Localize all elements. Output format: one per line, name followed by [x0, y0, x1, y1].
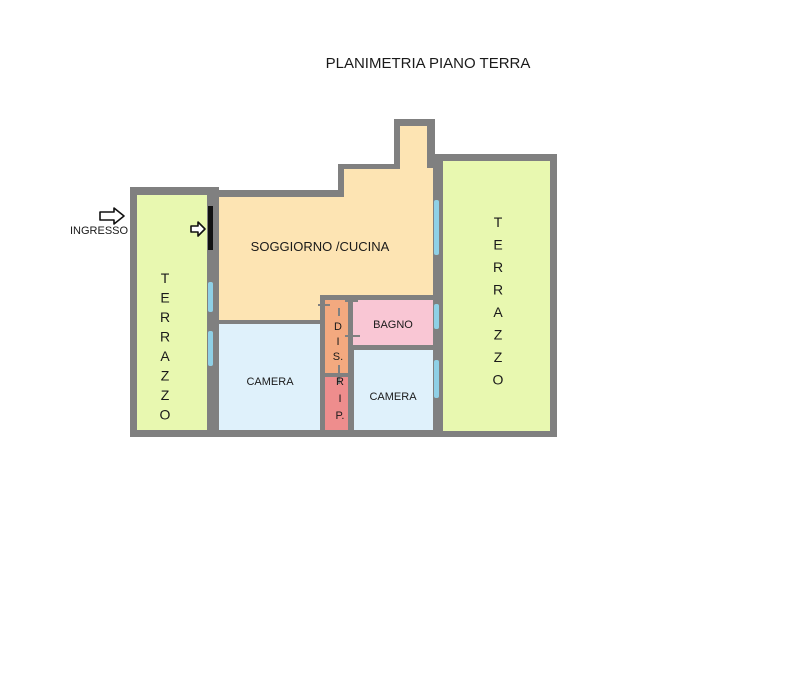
entrance-label: INGRESSO — [70, 225, 129, 237]
terrace-left-letter: T — [161, 270, 170, 286]
terrace-right-letter: O — [493, 372, 504, 388]
bedroom-left-label: CAMERA — [246, 376, 294, 388]
storage-letter: I — [338, 393, 341, 405]
window — [434, 360, 439, 398]
plan-title: PLANIMETRIA PIANO TERRA — [326, 55, 531, 72]
hall-label: DI S. — [333, 321, 343, 363]
living-kitchen-area — [219, 126, 433, 320]
hall-letter: D — [334, 321, 342, 333]
hall-letter: S. — [333, 351, 343, 363]
window — [208, 282, 213, 312]
bathroom-area — [353, 300, 433, 345]
storage-area — [325, 377, 348, 430]
arrow-right-icon — [190, 221, 206, 237]
door-markers — [318, 300, 360, 384]
storage-label: RI P. — [336, 376, 345, 422]
terrace-right-letter: T — [494, 214, 503, 230]
windows — [208, 200, 439, 398]
living-label: SOGGIORNO /CUCINA — [251, 239, 390, 254]
terrace-left-letter: O — [160, 407, 171, 423]
terrace-left-area — [137, 195, 207, 430]
window — [208, 331, 213, 366]
terrace-right-area — [443, 161, 550, 431]
bedroom-right-area — [354, 350, 433, 430]
terrace-left-letter: R — [160, 329, 170, 345]
hall-letter: I — [336, 336, 339, 348]
entrance-arrows — [99, 207, 206, 237]
bathroom-label: BAGNO — [373, 319, 413, 331]
entrance-door — [208, 206, 213, 250]
arrow-right-icon — [99, 207, 125, 225]
terrace-left-letter: Z — [161, 368, 170, 384]
terrace-right-letter: R — [493, 259, 503, 275]
window — [434, 200, 439, 255]
storage-letter: P. — [336, 410, 345, 422]
terrace-right-letter: R — [493, 282, 503, 298]
terrace-right-letter: Z — [494, 327, 503, 343]
terrace-left-letter: A — [160, 348, 170, 364]
storage-letter: R — [336, 376, 344, 388]
terrace-left-letter: R — [160, 309, 170, 325]
terrace-right-letter: A — [493, 304, 503, 320]
bedroom-left-area — [219, 324, 320, 430]
terrace-left-letter: E — [160, 290, 169, 306]
window — [434, 304, 439, 329]
hall-area — [325, 300, 348, 373]
bedroom-right-label: CAMERA — [369, 391, 417, 403]
terrace-right-letter: E — [493, 237, 502, 253]
terrace-left-letter: Z — [161, 387, 170, 403]
rooms — [137, 126, 550, 431]
terrace-right-letter: Z — [494, 349, 503, 365]
